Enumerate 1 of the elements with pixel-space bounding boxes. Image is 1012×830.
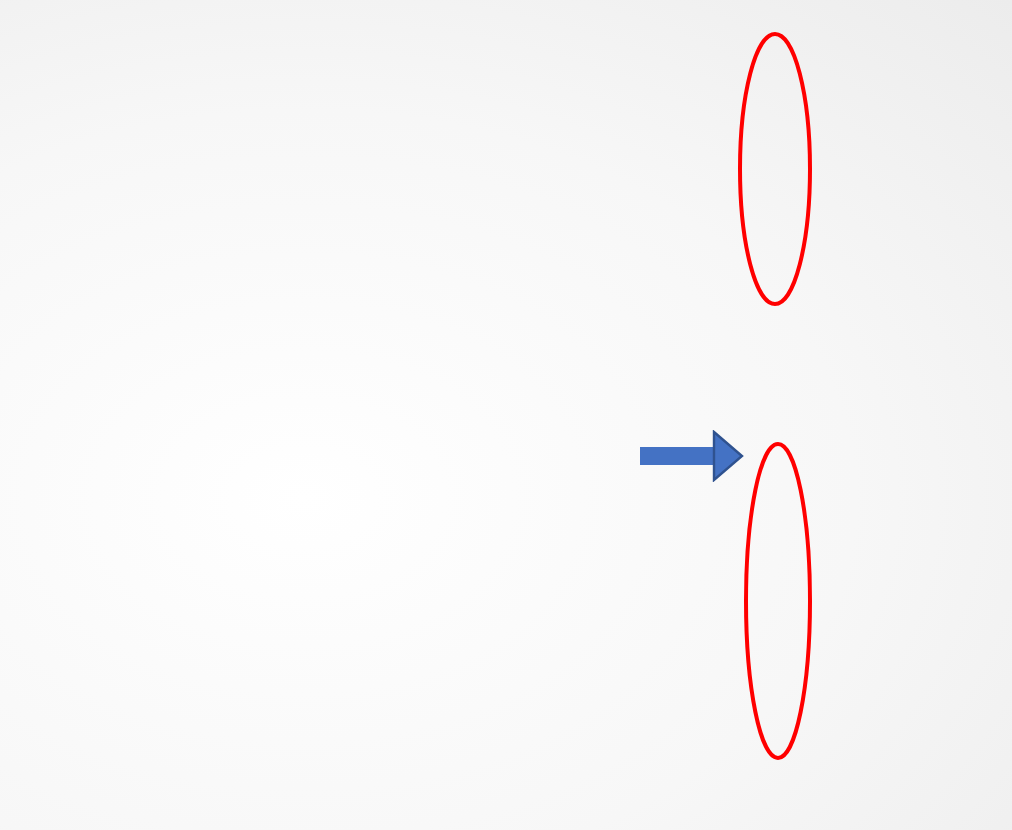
block-arrow [640,430,744,482]
